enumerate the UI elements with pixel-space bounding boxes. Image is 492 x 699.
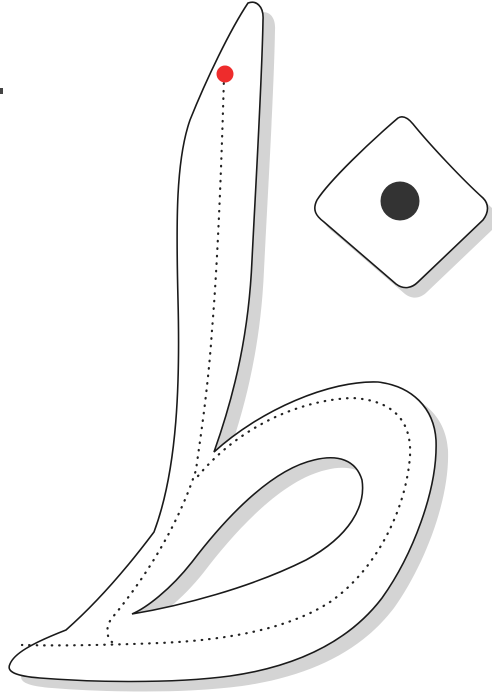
tah-letter-outline [8,1,437,683]
edge-tick-mark [0,88,3,94]
letter-dot[interactable] [380,181,420,221]
start-point-marker[interactable] [216,65,234,83]
